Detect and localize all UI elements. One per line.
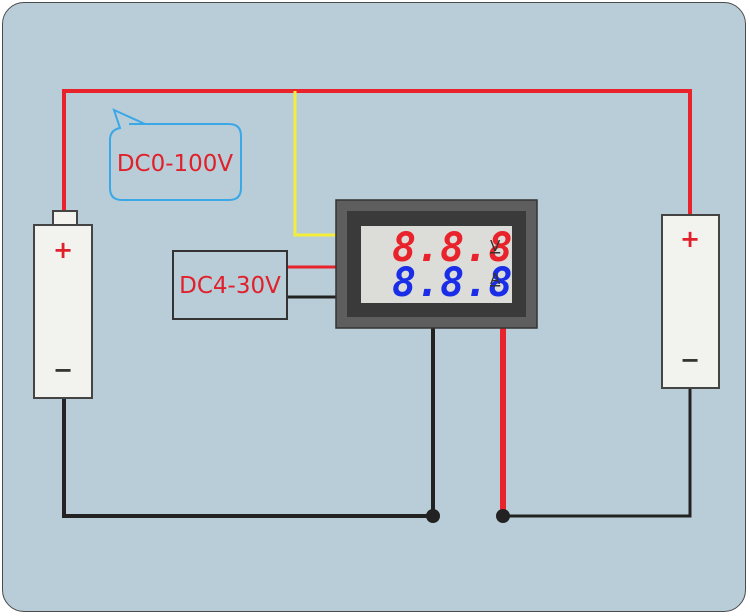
right-battery-negative-sign: − bbox=[680, 346, 700, 374]
right-battery bbox=[661, 214, 720, 389]
current-reading: 8.8.8 bbox=[392, 260, 512, 306]
current-unit: A bbox=[490, 270, 501, 288]
load-return-wire bbox=[503, 388, 692, 518]
left-battery-terminal bbox=[52, 210, 78, 227]
meter-display bbox=[361, 226, 512, 303]
junction-dot-right bbox=[496, 509, 510, 523]
power-supply-box bbox=[172, 250, 288, 320]
voltage-unit: V bbox=[490, 237, 501, 255]
power-supply-label: DC4-30V bbox=[179, 273, 281, 299]
left-battery-negative-sign: − bbox=[53, 356, 73, 384]
left-battery bbox=[33, 224, 93, 399]
right-battery-positive-sign: + bbox=[680, 225, 700, 253]
left-battery-positive-sign: + bbox=[53, 236, 73, 264]
voltage-range-callout bbox=[109, 108, 242, 201]
negative-wire-bottom bbox=[62, 328, 435, 518]
voltage-reading: 8.8.8 bbox=[392, 225, 512, 271]
positive-wire-top bbox=[62, 89, 692, 215]
voltage-range-label: DC0-100V bbox=[117, 151, 234, 177]
junction-dot-left bbox=[426, 509, 440, 523]
voltage-sense-wire bbox=[293, 91, 336, 237]
